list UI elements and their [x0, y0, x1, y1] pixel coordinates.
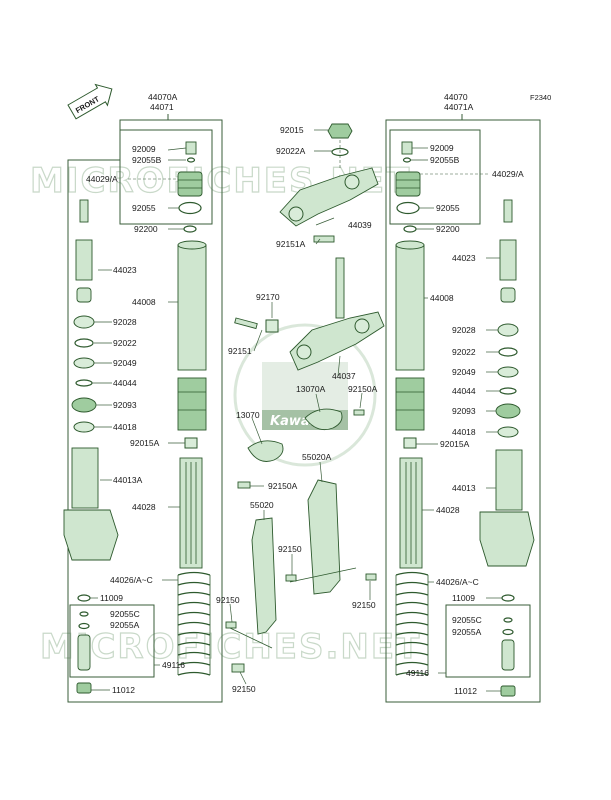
label-92055B: 92055B: [132, 155, 162, 165]
label-92022: 92022: [113, 338, 137, 348]
label-92200: 92200: [134, 224, 158, 234]
right-header-2: 44071A: [444, 102, 474, 112]
label-11009: 11009: [100, 593, 123, 603]
label-r11009: 11009: [452, 593, 475, 603]
label-92150-b: 92150: [216, 595, 240, 605]
label-55020A: 55020A: [302, 452, 332, 462]
label-55020: 55020: [250, 500, 274, 510]
label-92055A: 92055A: [110, 620, 140, 630]
label-92028: 92028: [113, 317, 137, 327]
watermark-bottom: MICROFICHES.NET: [40, 627, 421, 667]
label-44037: 44037: [332, 371, 356, 381]
label-92015: 92015: [280, 125, 304, 135]
label-92170: 92170: [256, 292, 280, 302]
label-92009: 92009: [132, 144, 156, 154]
label-r44023: 44023: [452, 253, 476, 263]
left-header-2: 44071: [150, 102, 174, 112]
label-92151: 92151: [228, 346, 252, 356]
label-44044: 44044: [113, 378, 137, 388]
label-r92028: 92028: [452, 325, 476, 335]
label-r92055B: 92055B: [430, 155, 460, 165]
label-92150A-mid: 92150A: [268, 481, 298, 491]
figure-code: F2340: [530, 93, 551, 102]
label-92150-c: 92150: [352, 600, 376, 610]
right-header-1: 44070: [444, 92, 468, 102]
label-r92049: 92049: [452, 367, 476, 377]
label-r92200: 92200: [436, 224, 460, 234]
label-r44018: 44018: [452, 427, 476, 437]
front-arrow-icon: FRONT: [67, 83, 113, 120]
label-44008: 44008: [132, 297, 156, 307]
label-44039: 44039: [348, 220, 372, 230]
label-r44028: 44028: [436, 505, 460, 515]
label-92055: 92055: [132, 203, 156, 213]
label-92022A: 92022A: [276, 146, 306, 156]
label-92093: 92093: [113, 400, 137, 410]
label-44023: 44023: [113, 265, 137, 275]
label-92150A-top: 92150A: [348, 384, 378, 394]
label-11012: 11012: [112, 685, 135, 695]
label-44026: 44026/A~C: [110, 575, 153, 585]
label-13070A: 13070A: [296, 384, 326, 394]
label-r92055C: 92055C: [452, 615, 482, 625]
label-92150-d: 92150: [232, 684, 256, 694]
label-r44044: 44044: [452, 386, 476, 396]
label-r92022: 92022: [452, 347, 476, 357]
label-92049: 92049: [113, 358, 137, 368]
label-44028: 44028: [132, 502, 156, 512]
label-r44026: 44026/A~C: [436, 577, 479, 587]
center-assembly: 92015 92022A 44039 92151A 92170 92151 44…: [216, 123, 385, 694]
left-fork-assembly: 44070A 44071: [63, 92, 223, 703]
label-44013A: 44013A: [113, 475, 143, 485]
label-r92055: 92055: [436, 203, 460, 213]
label-44018: 44018: [113, 422, 137, 432]
label-r44029: 44029/A: [492, 169, 524, 179]
label-r11012: 11012: [454, 686, 477, 696]
label-92151A: 92151A: [276, 239, 306, 249]
label-r92093: 92093: [452, 406, 476, 416]
label-r44013: 44013: [452, 483, 476, 493]
label-r92015A: 92015A: [440, 439, 470, 449]
label-49116: 49116: [162, 660, 185, 670]
left-header-1: 44070A: [148, 92, 178, 102]
label-r49116: 49116: [406, 668, 429, 678]
label-92015A: 92015A: [130, 438, 160, 448]
right-fork-assembly: 44070 44071A: [385, 92, 541, 703]
label-r92009: 92009: [430, 143, 454, 153]
label-92055C: 92055C: [110, 609, 140, 619]
label-92150-a: 92150: [278, 544, 302, 554]
label-13070: 13070: [236, 410, 260, 420]
label-r44008: 44008: [430, 293, 454, 303]
label-44029: 44029/A: [86, 174, 118, 184]
label-r92055A: 92055A: [452, 627, 482, 637]
